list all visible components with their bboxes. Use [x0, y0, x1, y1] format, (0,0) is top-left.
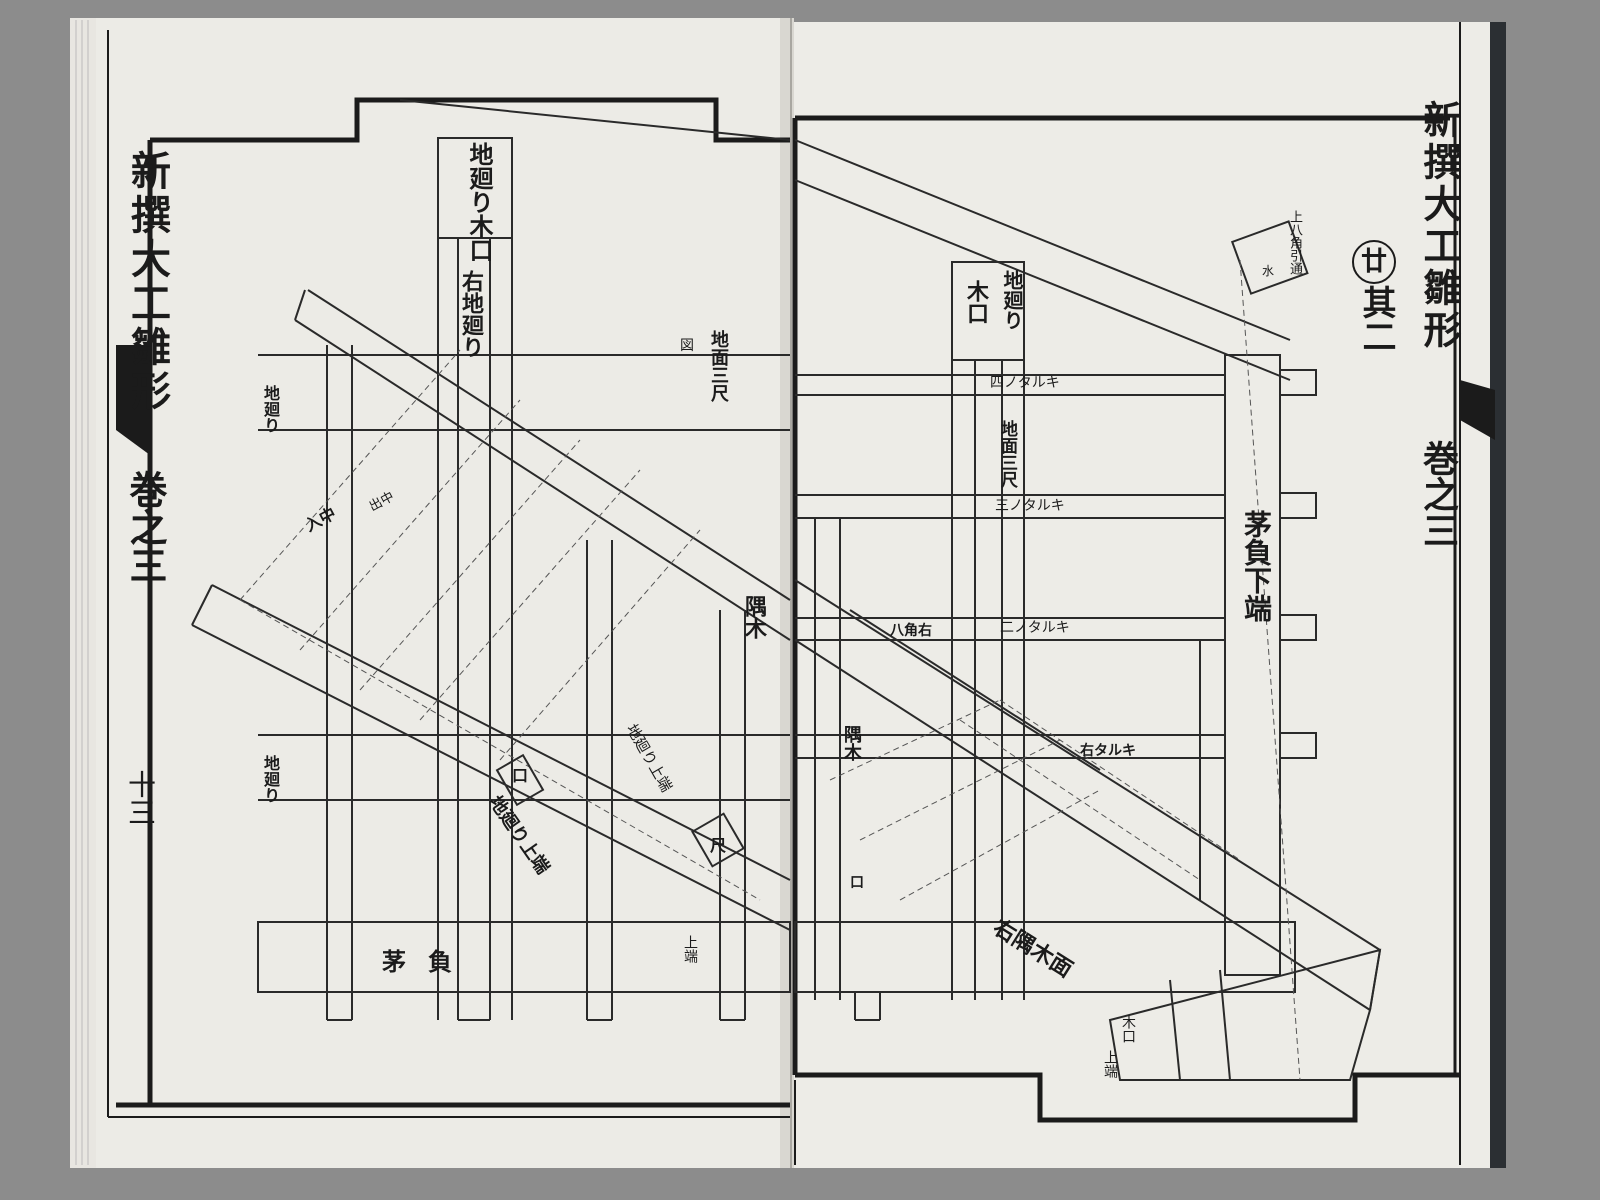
right-frame: [792, 22, 1461, 1165]
left-header-volume: 巻之三: [123, 470, 168, 584]
right-mizu: 水: [1262, 264, 1275, 278]
right-taruki-3: 二ノタルキ: [1000, 620, 1070, 636]
right-jimen: 地面三尺: [997, 420, 1017, 488]
left-small-marker: 図: [680, 338, 694, 354]
left-bottom-right: 上端: [682, 935, 698, 963]
right-taruki-2: 三ノタルキ: [995, 498, 1065, 514]
right-kayaoi-shita: 茅負下端: [1240, 510, 1273, 622]
left-box-1: 口: [512, 766, 529, 785]
right-header-title: 新撰大工雛形: [1417, 100, 1462, 352]
right-taruki-4: 右タルキ: [1080, 743, 1136, 759]
left-box-2: 尺: [710, 836, 727, 855]
right-bottom-2: 上端: [1102, 1050, 1118, 1078]
left-posts: [257, 137, 791, 1021]
left-frame: [107, 30, 790, 1118]
left-tag-2: 地廻り: [261, 755, 280, 803]
left-page: [96, 18, 790, 1168]
left-tag-1: 地廻り: [261, 385, 280, 433]
right-kiguchi-2: 口: [850, 875, 864, 891]
left-header-title: 新撰大工雛形: [124, 150, 171, 414]
right-sumi-vert: 隅木: [841, 725, 862, 761]
left-sumi-beam: 隅木: [741, 595, 767, 639]
page-stack-left: [70, 18, 100, 1168]
right-diagonals: [794, 139, 1382, 1081]
right-bottom-1: 木口: [1120, 1015, 1136, 1043]
right-jimawari: 地廻り: [1000, 270, 1024, 330]
right-page: [790, 22, 1490, 1168]
right-corner-tag: 上八角引通: [1287, 210, 1302, 275]
left-bottom-beam: 茅負: [382, 947, 474, 976]
left-ground-face: 地面三尺: [708, 330, 729, 402]
left-top-post-label: 地廻り木口: [465, 142, 494, 262]
left-post-label-2: 右地廻り: [458, 270, 484, 358]
right-taruki-1: 四ノタルキ: [990, 375, 1060, 391]
right-header-volume: 巻之三: [1417, 440, 1459, 548]
right-kiguchi: 木口: [963, 280, 989, 324]
right-structure: [794, 261, 1317, 1021]
left-page-number: 十三: [124, 770, 157, 826]
section-label: 其二: [1356, 285, 1396, 353]
section-mark: 廿: [1352, 240, 1396, 284]
right-hachi: 八角右: [890, 623, 932, 639]
